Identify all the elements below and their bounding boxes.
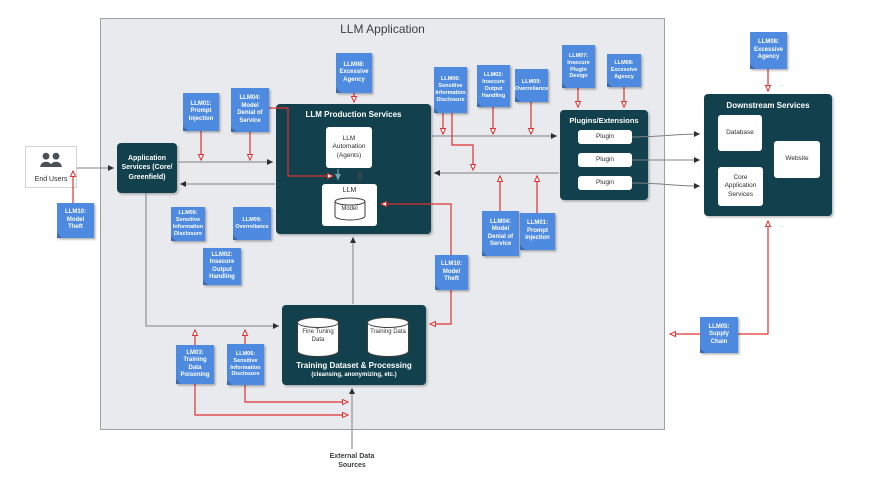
plugin-node-2: Plugin (578, 153, 632, 167)
threat-label-llm06-sensitive-info-bottom: LLM06: Sensitive Information Disclosure (227, 344, 264, 385)
fine-tuning-data-label: Fine Tuning Data (302, 329, 334, 343)
threat-label-llm07-insecure-plugin-design: LLM07: Insecure Plugin Design (562, 45, 595, 88)
plugin-node-3: Plugin (578, 176, 632, 190)
threat-label-llm10-model-theft-left: LLM10: Model Theft (57, 203, 94, 238)
threat-label-llm01-prompt-injection-bottom: LLM01: Prompt Injection (520, 213, 555, 250)
website-label: Website (785, 155, 809, 163)
core-application-services-label: Core Application Services (724, 174, 757, 198)
end-users-node: End Users (25, 146, 77, 188)
llm-production-services-title: LLM Production Services (305, 110, 402, 119)
plugin-label-2: Plugin (595, 155, 615, 163)
threat-label-llm08-excessive-agency-downstream: LLM08: Excessive Agency (750, 32, 787, 69)
external-data-sources-label: External Data Sources (329, 453, 375, 470)
downstream-services-node: Downstream Services Database Website Cor… (704, 94, 832, 216)
database-label: Database (726, 128, 754, 136)
training-dataset-subtitle: (cleansing, anonymizing, etc.) (311, 372, 397, 378)
plugin-label-1: Plugin (595, 132, 615, 140)
llm-application-title: LLM Application (340, 22, 425, 36)
training-data-label: Training Data (370, 329, 406, 335)
website-node: Website (774, 141, 820, 178)
threat-label-llm06-sensitive-info-mid: LLM06: Sensitive Information Disclosure (434, 67, 467, 113)
threat-label-llm09-overreliance-left: LLM09: Overreliance (233, 207, 271, 240)
plugin-node-1: Plugin (578, 130, 632, 144)
threat-label-llm04-model-dos-top: LLM04: Model Denial of Service (231, 88, 269, 132)
application-services-node: Application Services (Core/ Greenfield) (117, 143, 177, 193)
threat-label-llm05-supply-chain: LLM05: Supply Chain (700, 317, 738, 353)
threat-label-llm10-model-theft-mid: LLM10: Model Theft (435, 255, 468, 290)
threat-label-llm08-excessive-agency-plugins: LLM08: Excessive Agency (607, 54, 641, 87)
llm-node-label: LLM (342, 187, 357, 194)
application-services-title: Application Services (Core/ Greenfield) (121, 155, 173, 181)
training-dataset-node: Fine Tuning Data Training Data Training … (282, 305, 426, 385)
training-dataset-title: Training Dataset & Processing (296, 361, 412, 370)
threat-label-llm04-model-dos-bottom: LLM04: Model Denial of Service (482, 211, 519, 256)
plugin-label-3: Plugin (595, 178, 615, 186)
plugins-extensions-node: Plugins/Extensions Plugin Plugin Plugin (560, 110, 648, 200)
fine-tuning-data-database-icon: Fine Tuning Data (296, 316, 340, 358)
model-label: Model (341, 205, 358, 212)
threat-label-llm06-sensitive-info-left: LLM06: Sensitive Information Disclosure (171, 207, 205, 241)
model-database-icon: Model (334, 197, 366, 221)
training-data-database-icon: Training Data (366, 316, 410, 358)
core-application-services-node: Core Application Services (718, 167, 763, 206)
database-node: Database (718, 115, 762, 151)
llm-automation-agents-label: LLM Automation (Agents) (332, 135, 366, 159)
llm-production-services-node: LLM Production Services LLM Automation (… (276, 104, 431, 234)
plugins-extensions-title: Plugins/Extensions (569, 116, 639, 125)
end-users-icon (37, 152, 65, 174)
llm-automation-agents-node: LLM Automation (Agents) (326, 127, 372, 168)
end-users-label: End Users (34, 175, 68, 183)
threat-label-llm02-insecure-output-left: LLM02: Insecure Output Handling (203, 248, 241, 285)
threat-label-llm01-prompt-injection-top: LLM01: Prompt Injection (183, 93, 219, 131)
threat-label-llm08-excessive-agency-production: LLM08: Excessive Agency (336, 53, 372, 93)
threat-label-llm02-insecure-output-mid: LLM02: Insecure Output Handling (477, 65, 510, 107)
threat-label-lm03-training-data-poisoning: LM03: Training Data Poisoning (176, 345, 214, 384)
threat-label-llm09-overreliance-mid: LLM09: Overreliance (515, 69, 548, 102)
downstream-services-title: Downstream Services (726, 101, 810, 110)
llm-model-node: LLM Model (322, 184, 377, 226)
